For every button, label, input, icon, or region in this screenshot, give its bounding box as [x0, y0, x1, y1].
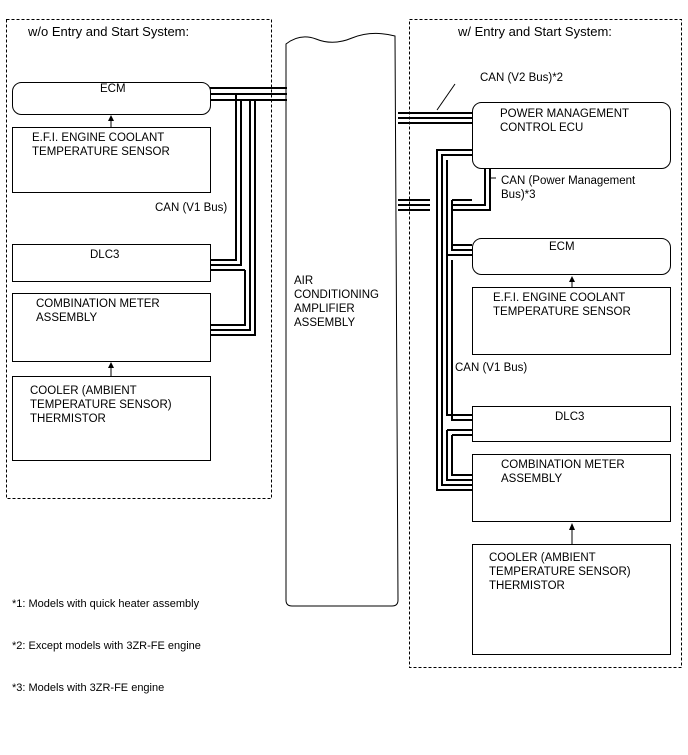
can-v2-label: CAN (V2 Bus)*2	[480, 72, 564, 84]
right-thermistor-arrow	[569, 523, 575, 530]
left-dlc3-label: DLC3	[90, 249, 120, 261]
left-coolant-sensor-box	[12, 127, 211, 193]
right-coolant-sensor-box	[472, 287, 671, 355]
left-combination-meter-label: COMBINATION METER ASSEMBLY	[36, 298, 160, 324]
left-ecm-label: ECM	[100, 83, 126, 95]
left-sensor-arrow	[108, 115, 114, 121]
left-dlc3-box	[12, 244, 211, 282]
can-pm-label: CAN (Power Management Bus)*3	[501, 175, 636, 201]
power-mgmt-ecu-label: POWER MANAGEMENT CONTROL ECU	[500, 108, 630, 134]
right-sensor-arrow	[569, 276, 575, 282]
amplifier-assembly-shape	[285, 32, 399, 607]
right-panel-title: w/ Entry and Start System:	[458, 24, 612, 39]
footnote-2: *2: Except models with 3ZR-FE engine	[12, 640, 201, 652]
right-combination-meter-box	[472, 454, 671, 522]
right-panel-border	[409, 19, 682, 668]
left-panel-title: w/o Entry and Start System:	[28, 24, 190, 39]
left-thermistor-arrow	[108, 362, 114, 368]
amplifier-label: AIR CONDITIONING AMPLIFIER ASSEMBLY	[294, 275, 379, 329]
right-dlc3-box	[472, 406, 671, 442]
right-cooler-thermistor-label: COOLER (AMBIENT TEMPERATURE SENSOR) THER…	[489, 552, 631, 592]
right-cooler-thermistor-box	[472, 544, 671, 655]
left-cooler-thermistor-label: COOLER (AMBIENT TEMPERATURE SENSOR) THER…	[30, 385, 172, 425]
left-coolant-sensor-label: E.F.I. ENGINE COOLANT TEMPERATURE SENSOR	[32, 132, 170, 158]
footnote-3: *3: Models with 3ZR-FE engine	[12, 682, 165, 694]
left-combination-meter-box	[12, 293, 211, 362]
right-can-bus-wires	[398, 112, 491, 491]
right-can-v1-label: CAN (V1 Bus)	[455, 362, 528, 374]
left-can-bus-wires	[210, 87, 287, 336]
right-coolant-sensor-label: E.F.I. ENGINE COOLANT TEMPERATURE SENSOR	[493, 292, 631, 318]
right-ecm-box	[472, 238, 671, 275]
power-mgmt-ecu-box	[472, 102, 671, 169]
can-v2-leader	[436, 83, 456, 111]
right-combination-meter-label: COMBINATION METER ASSEMBLY	[501, 459, 625, 485]
left-ecm-box	[12, 82, 211, 115]
right-ecm-label: ECM	[549, 241, 575, 253]
left-cooler-thermistor-box	[12, 376, 211, 461]
left-can-v1-label: CAN (V1 Bus)	[155, 202, 228, 214]
footnote-1: *1: Models with quick heater assembly	[12, 598, 200, 610]
right-dlc3-label: DLC3	[555, 411, 585, 423]
left-panel-border	[6, 19, 272, 499]
